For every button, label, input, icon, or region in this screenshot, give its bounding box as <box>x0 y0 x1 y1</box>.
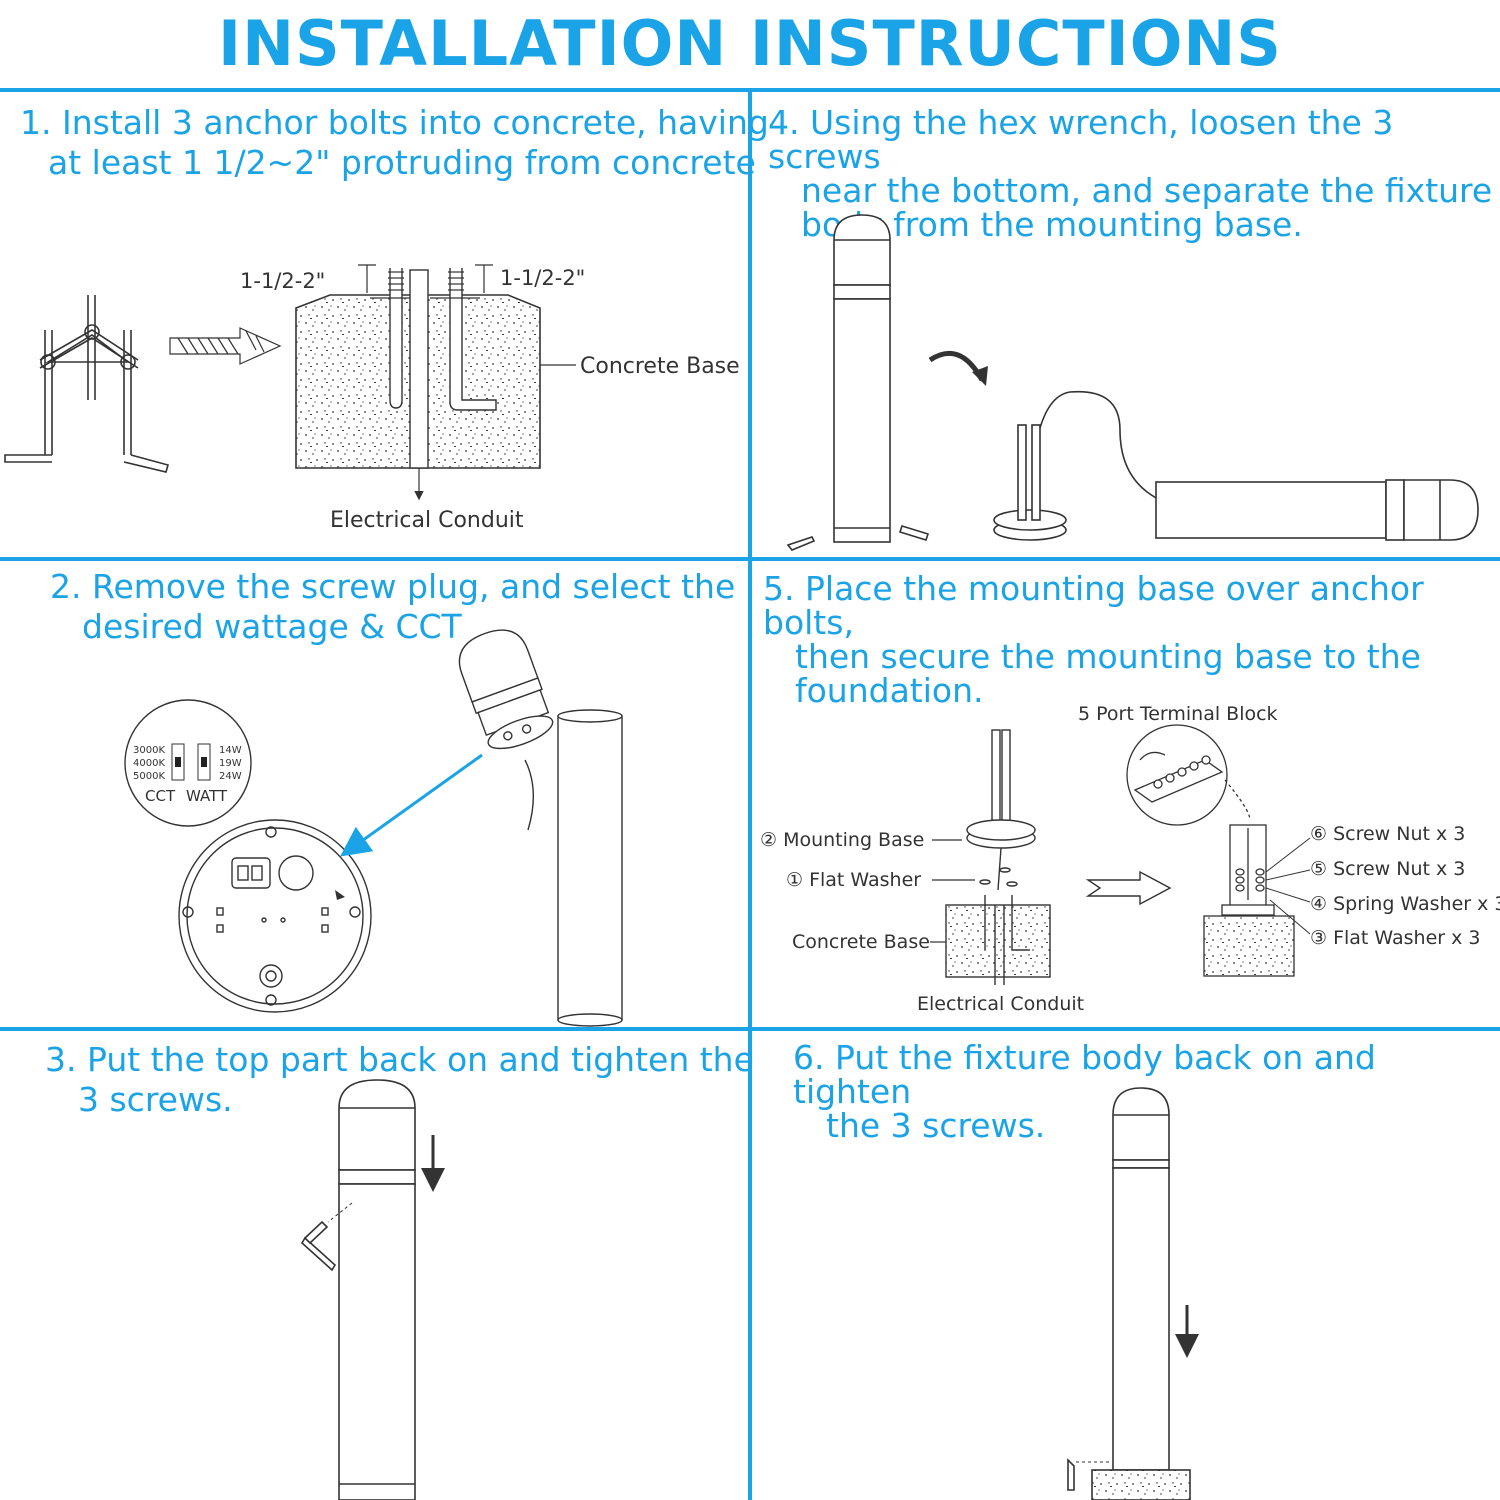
zoom-pointer-arrow <box>340 753 483 857</box>
dip-switch-zoom <box>124 699 252 827</box>
screw-nut-5-label: ⑤ Screw Nut x 3 <box>1310 858 1465 880</box>
divider-vertical <box>748 88 752 1500</box>
step-1-line1: Install 3 anchor bolts into concrete, ha… <box>62 103 769 142</box>
step-4-line1: Using the hex wrench, loosen the 3 screw… <box>768 103 1394 176</box>
page-title: INSTALLATION INSTRUCTIONS <box>218 7 1282 80</box>
bollard-step3 <box>300 1079 416 1500</box>
rotate-arrow <box>928 350 985 382</box>
step-3-number: 3. <box>45 1040 77 1079</box>
step-6-line2: the 3 screws. <box>826 1106 1046 1145</box>
watt-option-0: 14W <box>219 745 242 756</box>
protrude-label-right: 1-1/2-2" <box>500 266 585 290</box>
electrical-conduit-step5-label: Electrical Conduit <box>917 993 1084 1015</box>
step-4-text: 4. Using the hex wrench, loosen the 3 sc… <box>768 106 1500 242</box>
mounting-base-label: ② Mounting Base <box>760 829 924 851</box>
step-4-number: 4. <box>768 103 800 142</box>
assembled-base-step5 <box>1203 824 1295 977</box>
step5-leader-lines <box>930 839 975 943</box>
hatched-arrow <box>169 327 282 365</box>
rotate-arrowhead <box>972 366 988 386</box>
watt-option-2: 24W <box>219 771 242 782</box>
bollard-tube-step2 <box>557 709 623 1027</box>
step-5-line2: then secure the mounting base to the <box>795 637 1421 676</box>
cct-label: CCT <box>145 787 176 805</box>
concrete-base-diagram <box>295 264 576 501</box>
step-1-line2: at least 1 1/2~2" protruding from concre… <box>48 143 756 182</box>
terminal-block-label: 5 Port Terminal Block <box>1078 703 1278 725</box>
screw-guide-step3 <box>327 1202 353 1223</box>
step5-outline-arrow <box>1085 870 1172 906</box>
mounting-base-step5 <box>966 729 1036 891</box>
step-1-text: 1. Install 3 anchor bolts into concrete,… <box>20 106 769 180</box>
flat-washer-3-label: ③ Flat Washer x 3 <box>1310 927 1480 949</box>
concrete-base-step5-label: Concrete Base <box>792 931 930 953</box>
spring-washer-label: ④ Spring Washer x 3 <box>1310 893 1500 915</box>
step-2-text: 2. Remove the screw plug, and select the… <box>50 570 735 644</box>
step-5-line1: Place the mounting base over anchor bolt… <box>763 569 1424 642</box>
anchor-bolt-cage <box>4 295 169 473</box>
step-5-text: 5. Place the mounting base over anchor b… <box>763 572 1500 708</box>
flat-washer-1-label: ① Flat Washer <box>786 869 921 891</box>
step-4-line2: near the bottom, and separate the fixtur… <box>801 171 1493 210</box>
step-6-number: 6. <box>793 1038 825 1077</box>
step-2-line2: desired wattage & CCT <box>82 607 462 646</box>
watt-option-1: 19W <box>219 758 242 769</box>
driver-plate-closeup <box>178 819 372 1013</box>
step-6-line1: Put the fixture body back on and tighten <box>793 1038 1376 1111</box>
bollard-fixture-step4 <box>786 214 930 551</box>
step-1-number: 1. <box>20 103 52 142</box>
cct-option-2: 5000K <box>133 771 165 782</box>
step5-parts-leaders <box>1265 837 1311 935</box>
bollard-step6 <box>1067 1087 1191 1500</box>
step-2-number: 2. <box>50 567 82 606</box>
screw-nut-6-label: ⑥ Screw Nut x 3 <box>1310 823 1465 845</box>
step-3-text: 3. Put the top part back on and tighten … <box>45 1043 754 1117</box>
mounting-base-step4 <box>993 390 1161 541</box>
concrete-base-label: Concrete Base <box>580 354 740 379</box>
step-3-line1: Put the top part back on and tighten the <box>87 1040 754 1079</box>
electrical-conduit-label: Electrical Conduit <box>330 508 524 533</box>
cct-option-0: 3000K <box>133 745 165 756</box>
step-3-line2: 3 screws. <box>78 1080 233 1119</box>
step-5-number: 5. <box>763 569 795 608</box>
fixture-body-step4 <box>1155 479 1479 541</box>
watt-label: WATT <box>186 787 228 805</box>
step-6-text: 6. Put the fixture body back on and tigh… <box>793 1041 1500 1143</box>
cct-option-1: 4000K <box>133 758 165 769</box>
plate-marker <box>335 890 345 900</box>
fixture-head-step2 <box>458 629 554 831</box>
concrete-base-step5 <box>945 895 1051 985</box>
protrude-label-left: 1-1/2-2" <box>240 269 325 293</box>
step-5-line3: foundation. <box>795 671 984 710</box>
terminal-block-zoom <box>1126 724 1251 826</box>
step-2-line1: Remove the screw plug, and select the <box>92 567 736 606</box>
